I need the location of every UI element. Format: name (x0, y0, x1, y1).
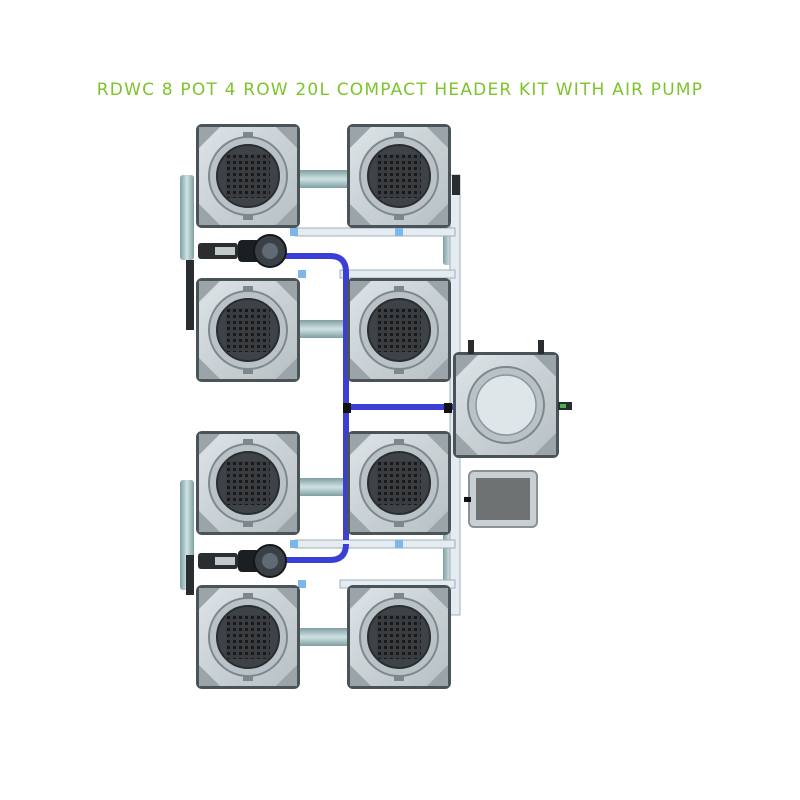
blue-tubing (270, 253, 458, 563)
water-pump-lower (198, 544, 287, 578)
pot-7 (195, 584, 301, 690)
connector-pipes (300, 170, 350, 646)
water-pump-upper (198, 234, 287, 268)
pot-2 (346, 123, 452, 229)
pot-4 (346, 277, 452, 383)
tank-fitting (444, 403, 452, 413)
pot-1 (195, 123, 301, 229)
air-pump (464, 470, 538, 528)
pot-8 (346, 584, 452, 690)
airlines (290, 227, 456, 589)
pot-3 (195, 277, 301, 383)
pot-5 (195, 430, 301, 536)
left-pipes (180, 175, 194, 595)
diagram-title: RDWC 8 POT 4 ROW 20L COMPACT HEADER KIT … (96, 80, 704, 100)
header-tank (453, 340, 572, 458)
tee-fitting (343, 403, 351, 413)
pot-6 (346, 430, 452, 536)
